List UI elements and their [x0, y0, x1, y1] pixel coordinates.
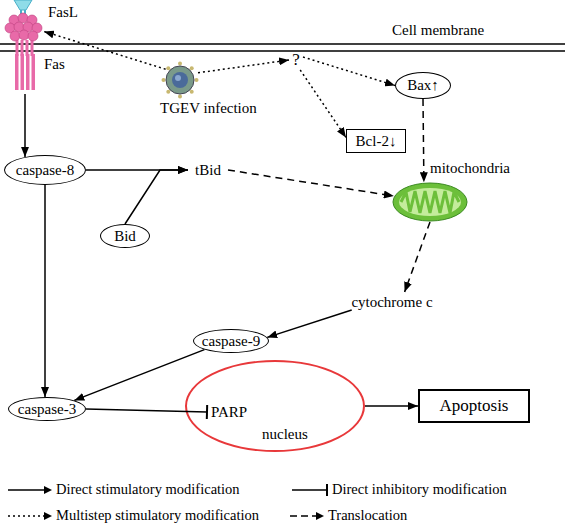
virus-node: TGEV infection [162, 62, 198, 98]
node-text: caspase-9 [202, 333, 260, 350]
fasl-symbol [2, 0, 44, 42]
node-text: mitochondria [430, 160, 510, 177]
arrow-connector [228, 170, 394, 196]
node-text: Bid [114, 228, 136, 245]
node-text: Bcl-2↓ [356, 133, 397, 150]
arrow-connector [303, 57, 395, 86]
protein-ellipse: Bid [100, 224, 150, 248]
protein-ellipse: Bax↑ [395, 72, 451, 99]
membrane-label: Cell membrane [392, 22, 484, 39]
membrane-line [0, 43, 565, 45]
protein-text: tBid [188, 160, 228, 180]
arrow-connector [198, 60, 289, 73]
unknown-node: ? [289, 50, 303, 70]
fas-receptor [12, 54, 38, 94]
node-text: tBid [195, 162, 221, 179]
node-text: Fas [44, 56, 65, 73]
protein-box: Bcl-2↓ [346, 129, 406, 153]
arrow-connector [24, 94, 26, 157]
node-text: Apoptosis [440, 397, 509, 416]
mitochondria-node: mitochondria [392, 182, 468, 222]
node-text: nucleus [262, 426, 308, 443]
legend-text: Multistep stimulatory modification [56, 507, 259, 524]
arrow-connector [365, 405, 418, 407]
receptor-node: Fas [12, 54, 38, 94]
arrow-connector [405, 222, 430, 292]
node-text: FasL [48, 4, 78, 21]
node-text: caspase-3 [18, 401, 76, 418]
arrow-connector [300, 70, 346, 137]
protein-ellipse: caspase-8 [4, 155, 86, 185]
node-text: PARP [211, 404, 247, 421]
arrow-connector [74, 350, 204, 401]
node-text: ? [292, 51, 300, 70]
node-text: caspase-8 [16, 162, 74, 179]
receptor-stalk [17, 40, 32, 56]
protein-text: PARP [207, 402, 251, 422]
protein-ellipse: caspase-3 [8, 397, 86, 421]
inhibition-connector [86, 409, 207, 412]
membrane-line [0, 50, 565, 52]
node-text: Bax↑ [407, 77, 439, 94]
protein-ellipse: caspase-9 [193, 329, 269, 353]
node-text: cytochrome c [351, 294, 432, 311]
arrow-connector [86, 169, 188, 171]
outcome-box: Apoptosis [418, 389, 530, 423]
arrow-connector [44, 185, 46, 397]
legend-text: Direct stimulatory modification [56, 481, 240, 498]
arrow-connector [422, 99, 424, 182]
ligand-node: FasL [2, 0, 44, 42]
protein-text: cytochrome c [350, 292, 434, 312]
nucleus-ellipse: nucleus PARP [185, 360, 365, 452]
legend-text: Direct inhibitory modification [332, 481, 507, 498]
mitochondrion [392, 182, 468, 222]
legend-text: Translocation [328, 507, 407, 524]
arrow-connector [267, 310, 352, 337]
node-text: TGEV infection [160, 100, 257, 117]
arrow-connector [125, 170, 188, 224]
virus-icon [162, 62, 198, 98]
